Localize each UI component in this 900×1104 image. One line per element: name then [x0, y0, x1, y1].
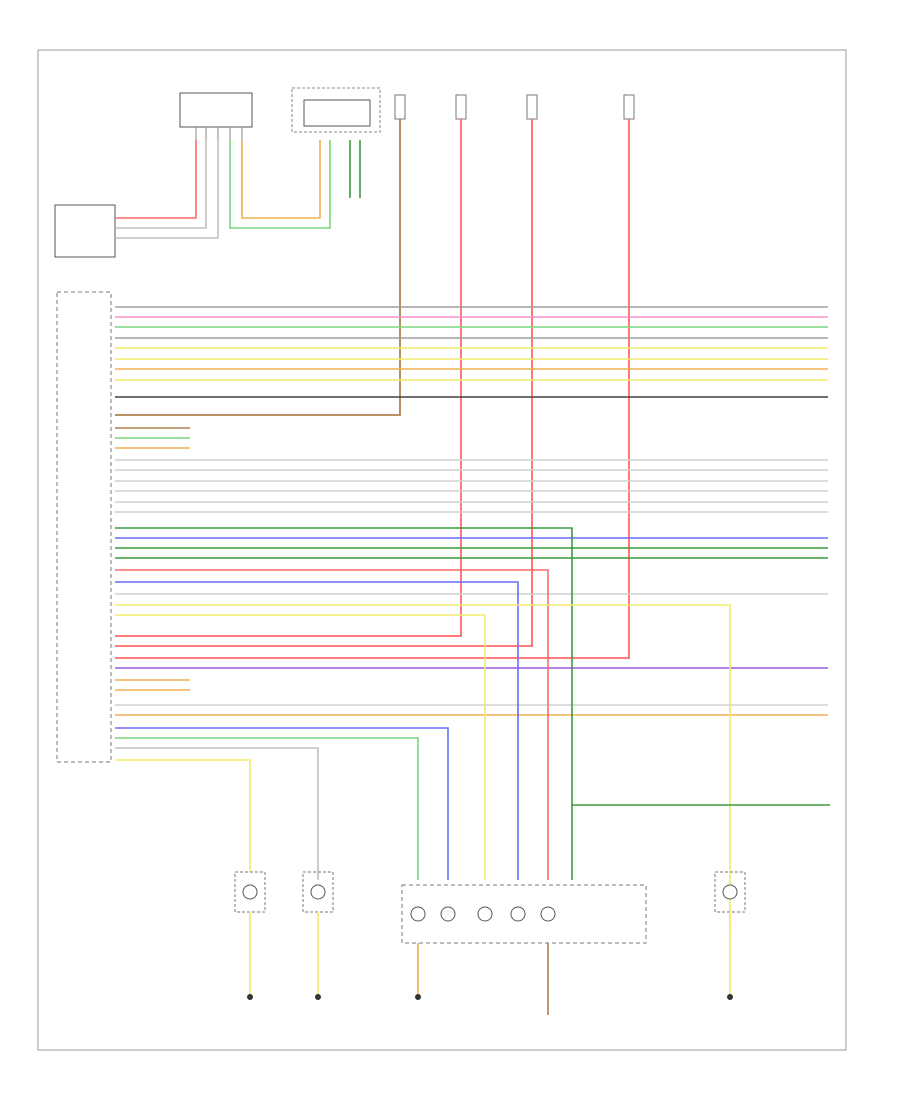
left-lamp	[234, 871, 266, 913]
ground-symbols	[247, 994, 733, 1000]
top-left-sensor	[179, 92, 253, 140]
lower-routed-wires	[115, 427, 830, 930]
main-control-module	[56, 291, 112, 763]
fuse-3	[526, 94, 538, 120]
tail-lamp-assembly	[401, 884, 647, 944]
left-sensor-module	[54, 204, 116, 258]
diagram-border	[37, 49, 847, 1051]
fuse-1	[394, 94, 406, 120]
bus-wires	[115, 306, 828, 716]
fuse-feed-wires	[115, 119, 630, 659]
sensor-wires	[115, 140, 361, 239]
ground-wires	[249, 912, 731, 1015]
fuse-2	[455, 94, 467, 120]
fuse-4	[623, 94, 635, 120]
top-center-switch-module	[291, 87, 381, 133]
